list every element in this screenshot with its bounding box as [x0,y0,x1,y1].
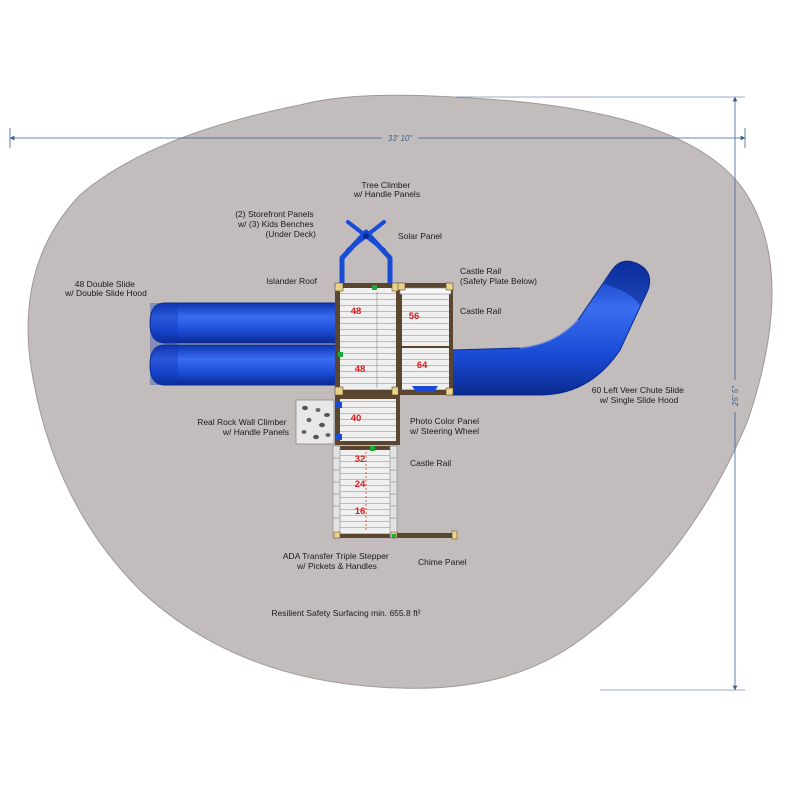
label-castle-rail-lower: Castle Rail [410,458,451,468]
depth-dimension-label: 25' 5" [731,385,740,407]
width-dimension-label: 33' 10" [388,134,414,143]
castle-deck [397,282,454,396]
triple-stepper [332,445,398,539]
chime-panel [397,530,458,540]
platform-40 [335,395,400,445]
label-castle-rail-safety: Castle Rail (Safety Plate Below) [460,266,537,286]
double-slide [149,302,339,386]
label-islander-roof: Islander Roof [266,276,317,286]
label-photo-color-panel: Photo Color Panel w/ Steering Wheel [409,416,481,436]
tree-climber [339,220,393,283]
label-safety-surfacing: Resilient Safety Surfacing min. 655.8 ft… [271,608,420,618]
label-solar-panel: Solar Panel [398,231,442,241]
deck-height-40: 40 [351,413,362,424]
label-castle-rail-upper: Castle Rail [460,306,501,316]
deck-height-main-top: 48 [351,306,362,317]
deck-height-main-mid: 48 [355,364,366,375]
deck-height-32: 32 [355,454,366,465]
veer-chute-slide [451,260,651,396]
label-rock-wall-climber: Real Rock Wall Climber w/ Handle Panels [197,417,289,437]
label-chime-panel: Chime Panel [418,557,467,567]
deck-height-56: 56 [409,311,420,322]
label-veer-chute-slide: 60 Left Veer Chute Slide w/ Single Slide… [592,385,687,405]
dimension-width: 33' 10" [9,128,746,148]
label-ada-stepper: ADA Transfer Triple Stepper w/ Pickets &… [283,551,391,571]
rock-wall-climber [295,399,335,445]
deck-height-24: 24 [355,479,366,490]
deck-height-16: 16 [355,506,366,517]
label-tree-climber: Tree Climber w/ Handle Panels [353,180,420,199]
main-tower [334,282,401,396]
label-double-slide: 48 Double Slide w/ Double Slide Hood [64,279,147,298]
deck-height-64: 64 [417,360,428,371]
label-storefront-panels: (2) Storefront Panels w/ (3) Kids Benche… [235,209,316,239]
dimension-depth: 25' 5" [456,96,745,691]
